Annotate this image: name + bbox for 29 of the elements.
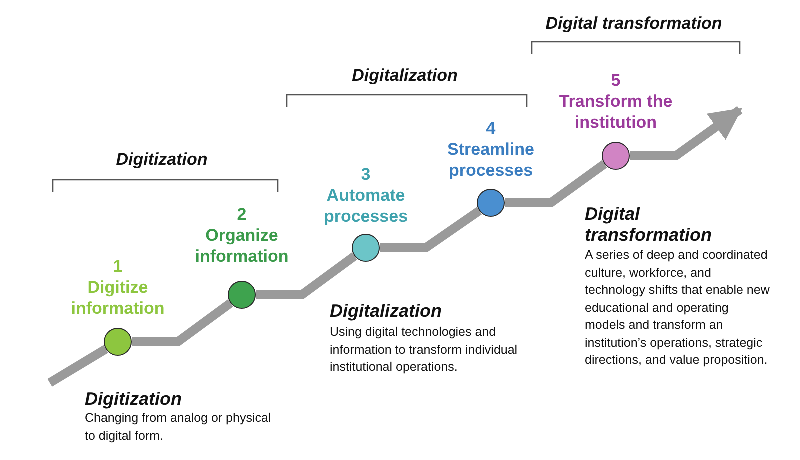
path-line <box>48 345 108 387</box>
step-number: 2 <box>236 204 248 225</box>
description-text: Changing from analog or physical to digital form. <box>85 410 272 445</box>
milestone-circle <box>228 281 256 309</box>
step-title: Transform the institution <box>558 91 674 133</box>
description-text: Using digital technologies and information to transform individual institutional operations. <box>330 324 519 376</box>
milestone-circle <box>352 234 380 262</box>
step-number: 3 <box>360 164 372 185</box>
step-title: Organize information <box>194 225 290 267</box>
bracket-heading: Digitalization <box>352 66 458 86</box>
milestone-circle <box>477 189 505 217</box>
path-line <box>380 207 482 252</box>
bracket-heading: Digitization <box>116 150 208 170</box>
description-text: A series of deep and coordinated culture, workforce, and technology shifts that enable new educational and operating models and transform an institution’s operations, strategic directions, and value proposition. <box>585 247 770 369</box>
step-title: Streamline processes <box>446 139 536 181</box>
step-number: 1 <box>112 256 124 277</box>
path-line <box>505 160 608 208</box>
arrow <box>630 106 743 160</box>
description-heading: Digitalization <box>330 301 443 322</box>
description-heading: Digitization <box>85 389 183 410</box>
step-title: Automate processes <box>322 185 410 227</box>
description-heading: Digital transformation <box>585 204 714 246</box>
milestone-circle <box>602 142 630 170</box>
path-line <box>256 252 358 300</box>
step-title: Digitize information <box>70 277 166 319</box>
milestone-circle <box>104 328 132 356</box>
step-number: 4 <box>485 118 497 139</box>
step-number: 5 <box>610 70 622 91</box>
bracket-heading: Digital transformation <box>546 14 722 34</box>
